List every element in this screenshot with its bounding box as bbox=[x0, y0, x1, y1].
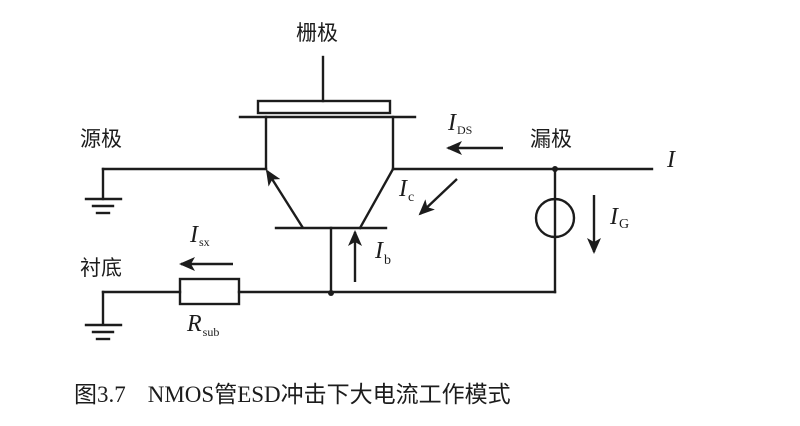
ib-label: Ib bbox=[374, 238, 391, 268]
ids-label: IDS bbox=[447, 110, 472, 137]
source-ground-icon bbox=[84, 197, 123, 215]
emitter-arrow bbox=[265, 169, 305, 229]
caption-number: 图3.7 bbox=[74, 382, 126, 407]
source-label: 源极 bbox=[80, 127, 122, 151]
substrate-ground-icon bbox=[84, 323, 123, 341]
rsub-label: Rsub bbox=[186, 311, 219, 339]
isx-label: Isx bbox=[189, 222, 210, 249]
gate-electrode bbox=[256, 99, 392, 115]
collector-diagonal bbox=[358, 167, 395, 230]
caption-text: NMOS管ESD冲击下大电流工作模式 bbox=[148, 382, 511, 407]
ic-label: Ic bbox=[398, 176, 414, 205]
total-current-label: I bbox=[666, 147, 676, 173]
ic-arrow bbox=[418, 178, 458, 216]
current-source-icon bbox=[534, 197, 576, 239]
figure-caption: 图3.7 NMOS管ESD冲击下大电流工作模式 bbox=[74, 382, 511, 407]
gate-label: 栅极 bbox=[296, 21, 338, 45]
substrate-resistor bbox=[178, 277, 241, 306]
base-node bbox=[328, 290, 334, 296]
substrate-label: 衬底 bbox=[80, 256, 122, 280]
drain-label: 漏极 bbox=[530, 127, 572, 151]
ig-label: IG bbox=[609, 204, 629, 232]
